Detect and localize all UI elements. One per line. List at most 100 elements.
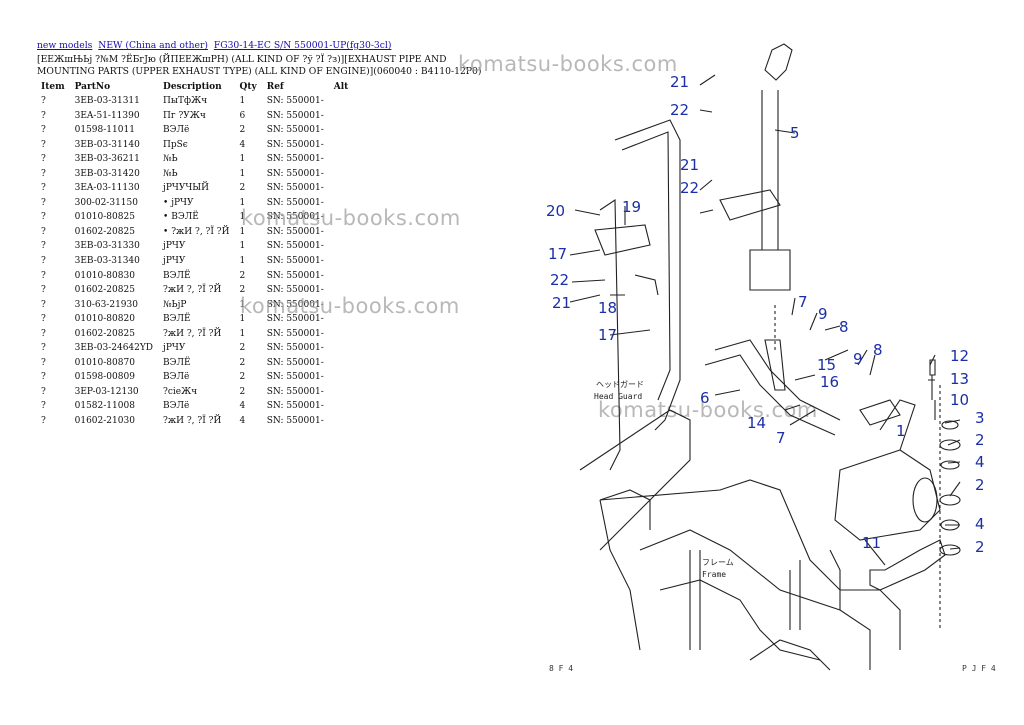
cell-partno: 01598-00809 [74, 372, 135, 383]
callout-label: 3 [975, 409, 985, 427]
callout-label: 22 [680, 179, 699, 197]
cell-qty: 2 [239, 183, 246, 194]
cell-description: • јРЧУ [163, 197, 194, 208]
cell-description: ?жИ ?, ?Ї ?Й [163, 285, 222, 296]
cell-qty: 1 [239, 328, 246, 339]
watermark: komatsu-books.com [241, 206, 461, 230]
frame-label: Frame [702, 570, 726, 579]
cell-description: №ЬјР [163, 299, 187, 310]
col-header-qty: Qty [239, 82, 257, 92]
cell-ref: SN: 550001- [266, 270, 324, 281]
cell-description: ВЭЛё [163, 401, 190, 412]
table-header-row: Item PartNo Description Qty Ref Alt [37, 81, 354, 95]
callout-label: 19 [622, 198, 641, 216]
callout-label: 21 [680, 156, 699, 174]
cell-item: ? [41, 357, 46, 368]
cell-partno: 01602-20825 [74, 285, 135, 296]
callout-label: 22 [670, 101, 689, 119]
cell-ref: SN: 550001- [266, 183, 324, 194]
watermark: komatsu-books.com [240, 294, 460, 318]
cell-item: ? [41, 285, 46, 296]
callout-label: 7 [798, 293, 808, 311]
callout-label: 21 [670, 73, 689, 91]
cell-qty: 2 [239, 285, 246, 296]
cell-alt [330, 255, 355, 270]
cell-partno: 01010-80830 [74, 270, 135, 281]
cell-alt [330, 110, 355, 125]
cell-qty: 2 [239, 357, 246, 368]
callout-label: 7 [776, 429, 786, 447]
cell-ref: SN: 550001- [266, 212, 324, 223]
page-title: [ЕЕЖшЊЬј ?№М ?ЁБгЈю (ЙПЕЕЖшРН) (ALL KIND… [37, 54, 482, 77]
cell-qty: 1 [239, 241, 246, 252]
breadcrumb-link-new-models[interactable]: new models [37, 40, 93, 51]
cell-description: Пг ?УЖч [163, 110, 206, 121]
cell-qty: 4 [239, 139, 246, 150]
cell-partno: 3EA-03-11130 [74, 183, 140, 194]
cell-item: ? [41, 212, 46, 223]
cell-partno: 01582-11008 [74, 401, 135, 412]
cell-qty: 1 [239, 154, 246, 165]
callout-label: 5 [790, 124, 800, 142]
callout-label: 2 [975, 538, 985, 556]
cell-alt [330, 342, 355, 357]
cell-item: ? [41, 183, 46, 194]
cell-partno: 3EB-03-31340 [74, 256, 140, 267]
cell-partno: 01602-20825 [74, 328, 135, 339]
callout-label: 16 [820, 373, 839, 391]
cell-description: јРЧУ [163, 343, 186, 354]
cell-ref: SN: 550001- [266, 299, 324, 310]
cell-alt [330, 357, 355, 372]
breadcrumb-link-model[interactable]: FG30-14-EC S/N 550001-UP(fg30-3cl) [213, 40, 392, 51]
cell-alt [330, 386, 355, 401]
cell-partno: 01598-11011 [74, 125, 135, 136]
cell-ref: SN: 550001- [266, 314, 324, 325]
cell-qty: 6 [239, 110, 246, 121]
cell-ref: SN: 550001- [266, 256, 324, 267]
cell-ref: SN: 550001- [266, 125, 324, 136]
cell-qty: 1 [239, 299, 246, 310]
breadcrumb-link-region[interactable]: NEW (China and other) [98, 40, 208, 51]
cell-description: ПрSє [163, 139, 188, 150]
callout-label: 18 [598, 299, 617, 317]
cell-partno: 3EP-03-12130 [74, 386, 139, 397]
cell-item: ? [41, 154, 46, 165]
cell-ref: SN: 550001- [266, 328, 324, 339]
col-header-ref: Ref [266, 82, 284, 92]
cell-description: ВЭЛЁ [163, 357, 191, 368]
cell-item: ? [41, 328, 46, 339]
cell-partno: 01602-20825 [74, 226, 135, 237]
callout-label: 13 [950, 370, 969, 388]
col-header-alt: Alt [333, 82, 349, 92]
cell-alt [330, 153, 355, 168]
cell-description: №Ь [163, 154, 178, 165]
cell-item: ? [41, 270, 46, 281]
callout-label: 6 [700, 389, 710, 407]
cell-alt [330, 95, 355, 110]
cell-description: јРЧУ [163, 256, 186, 267]
cell-item: ? [41, 241, 46, 252]
col-header-description: Description [163, 82, 222, 92]
frame-label-jp: フレーム [702, 558, 734, 567]
cell-ref: SN: 550001- [266, 110, 324, 121]
parts-table: Item PartNo Description Qty Ref Alt ?3EB… [37, 81, 354, 430]
cell-partno: 01602-21030 [74, 416, 135, 427]
cell-item: ? [41, 416, 46, 427]
cell-qty: 1 [239, 168, 246, 179]
cell-qty: 1 [239, 314, 246, 325]
callout-label: 17 [598, 326, 617, 344]
cell-qty: 1 [239, 226, 246, 237]
cell-description: ВЭЛё [163, 372, 190, 383]
col-header-partno: PartNo [74, 82, 111, 92]
head-guard-label-jp: ヘッドガード [596, 379, 644, 389]
callout-label: 4 [975, 515, 985, 533]
